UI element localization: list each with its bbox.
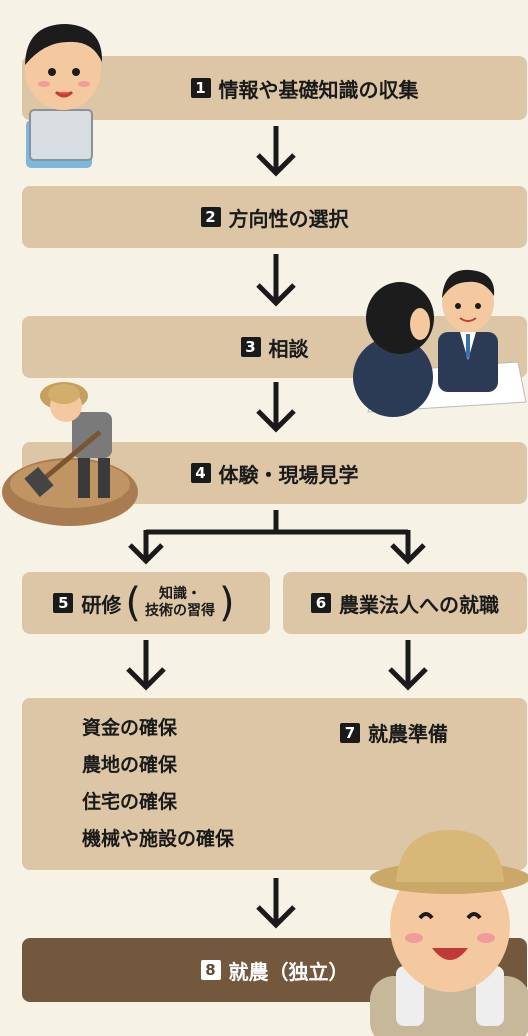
arrow-down-icon xyxy=(256,382,296,433)
close-paren: ) xyxy=(219,580,235,626)
arrow-down-icon xyxy=(126,640,166,691)
step-number: 1 xyxy=(190,78,211,98)
step-label: 就農（独立） xyxy=(228,959,349,984)
arrow-down-icon xyxy=(256,126,296,177)
prep-item: 住宅の確保 xyxy=(82,791,178,813)
step-5-box: 5 研修 ( 知識・ 技術の習得 ) xyxy=(22,572,270,634)
step-number: 6 xyxy=(311,593,331,613)
step-number: 4 xyxy=(190,463,211,483)
step-2-box: 2 方向性の選択 xyxy=(22,186,527,248)
prep-item: 農地の確保 xyxy=(82,754,178,776)
farmer-digging-illustration xyxy=(2,382,138,526)
open-paren: ( xyxy=(125,580,141,626)
prep-list: 資金の確保 農地の確保 住宅の確保 機械や施設の確保 xyxy=(82,710,234,858)
step-label: 情報や基礎知識の収集 xyxy=(218,77,419,102)
step-number: 5 xyxy=(53,593,74,613)
person-with-laptop-illustration xyxy=(25,24,103,168)
step-5-sublabel: 知識・ 技術の習得 xyxy=(145,586,215,620)
step-number: 3 xyxy=(240,337,261,357)
arrow-down-icon xyxy=(256,254,296,307)
step-label: 農業法人への就職 xyxy=(339,592,499,617)
step-label: 就農準備 xyxy=(368,722,448,746)
smiling-farmer-illustration xyxy=(370,830,528,1036)
step-5-content: 研修 ( 知識・ 技術の習得 ) xyxy=(81,583,238,623)
arrow-down-icon xyxy=(388,640,428,691)
step-label: 方向性の選択 xyxy=(228,206,349,231)
step-6-box: 6 農業法人への就職 xyxy=(283,572,527,634)
consultation-illustration xyxy=(353,269,527,417)
step-number: 2 xyxy=(200,207,221,227)
prep-item: 資金の確保 xyxy=(82,717,178,739)
step-number: 7 xyxy=(340,722,360,743)
branch-arrow-icon xyxy=(128,510,426,565)
step-7-heading: 7 就農準備 xyxy=(340,718,448,747)
step-label: 相談 xyxy=(268,336,309,361)
sublabel-line: 技術の習得 xyxy=(145,603,215,619)
step-label: 研修 xyxy=(81,592,122,617)
step-number: 8 xyxy=(200,960,221,980)
prep-item: 機械や施設の確保 xyxy=(82,828,235,850)
step-label: 体験・現場見学 xyxy=(218,462,359,487)
step-1-box: 1 情報や基礎知識の収集 xyxy=(22,56,527,120)
sublabel-line: 知識・ xyxy=(159,586,201,602)
arrow-down-icon xyxy=(256,878,296,929)
